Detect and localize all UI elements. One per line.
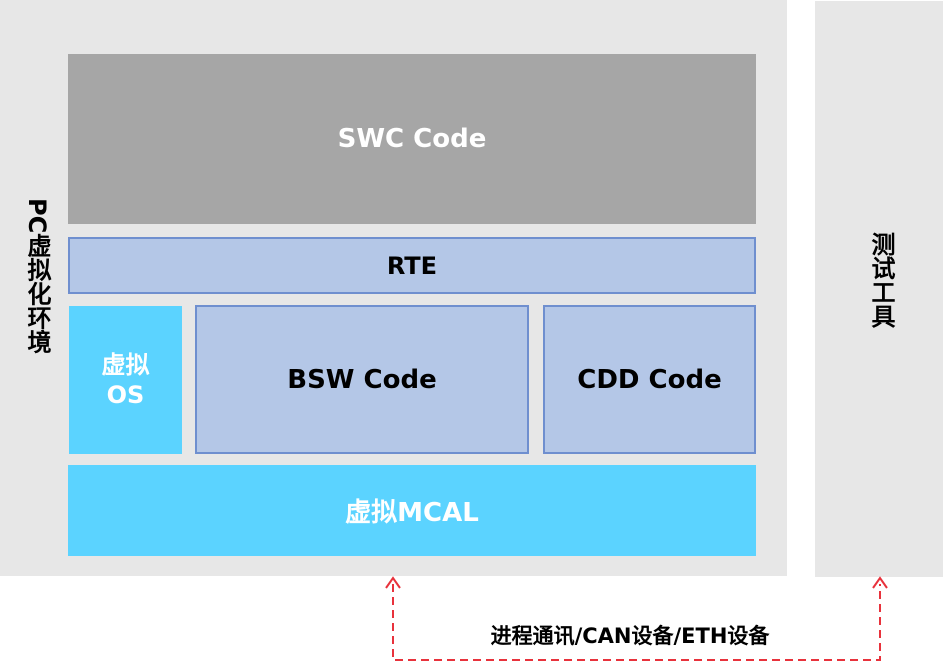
virtual-mcal-label: 虚拟MCAL: [345, 498, 479, 528]
swc-code-block: SWC Code: [68, 54, 756, 224]
connection-label: 进程通讯/CAN设备/ETH设备: [490, 624, 770, 648]
rte-block: RTE: [68, 237, 756, 294]
bsw-code-label: BSW Code: [287, 364, 437, 395]
virtual-mcal-block: 虚拟MCAL: [68, 465, 756, 556]
test-tool-label: 测试工具: [867, 232, 895, 328]
rte-label: RTE: [386, 251, 438, 280]
bsw-code-block: BSW Code: [195, 305, 529, 454]
virtual-os-label-line1: 虚拟: [101, 351, 150, 379]
swc-code-label: SWC Code: [337, 124, 487, 154]
arrowhead-left-icon: [385, 576, 401, 589]
pc-label-cjk: 虚拟化环境: [23, 233, 51, 354]
cdd-code-block: CDD Code: [543, 305, 756, 454]
cdd-code-label: CDD Code: [577, 364, 722, 395]
pc-environment-label: PC虚拟化环境: [20, 198, 51, 354]
pc-label-latin: PC: [23, 198, 51, 234]
virtual-os-block: 虚拟 OS: [69, 306, 182, 454]
virtual-os-label-line2: OS: [106, 381, 145, 409]
test-tool-panel: [815, 1, 943, 577]
arrowhead-right-icon: [872, 576, 888, 589]
